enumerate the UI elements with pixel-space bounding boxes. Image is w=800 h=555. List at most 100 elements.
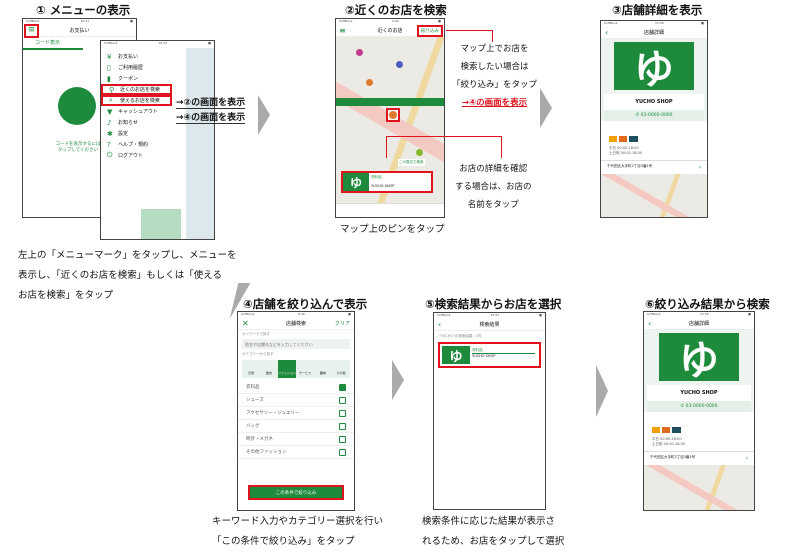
yen-icon: ¥: [107, 52, 112, 61]
phone-link[interactable]: ✆ 03-0000-0000: [604, 110, 704, 121]
step5-caption: れるため、お店をタップして選択: [422, 536, 565, 547]
menu-item-settings[interactable]: ✱設定: [107, 129, 129, 138]
category-option[interactable]: その他ファッション: [238, 446, 354, 459]
search-icon: ⌕: [109, 96, 113, 104]
shop-logo: ゆ: [343, 173, 369, 191]
tab-code[interactable]: コード表示: [23, 37, 83, 50]
category-option[interactable]: 衣料品: [238, 381, 354, 394]
step5-title: ⑤検索結果からお店を選択: [425, 297, 562, 311]
checkbox[interactable]: [339, 396, 346, 404]
step1-title: ① メニューの表示: [36, 3, 131, 17]
menu-item-help[interactable]: ?ヘルプ・規約: [107, 140, 149, 149]
category-other[interactable]: その他: [336, 371, 346, 375]
next-arrow-icon: [540, 88, 552, 128]
location-pin-icon: ⚲: [109, 85, 115, 94]
category-label: カテゴリーから探す: [242, 352, 274, 356]
menu-icon: ≡: [27, 25, 36, 35]
menu-item-coupon[interactable]: ▮クーポン: [107, 74, 139, 83]
shop-name[interactable]: YUCHO SHOP: [472, 354, 496, 358]
next-arrow-icon: [596, 365, 608, 417]
category-daily[interactable]: 日用: [247, 371, 254, 375]
menu-item-cashout[interactable]: ▼キャッシュアウト: [107, 107, 158, 116]
keyword-label: キーワードで探す: [242, 332, 270, 336]
address-link[interactable]: 千代田区大手町2丁目3番1号›: [644, 451, 754, 465]
shop-logo: ゆ: [614, 42, 694, 93]
home-title: お支払い: [69, 28, 90, 34]
category-option[interactable]: アクセサリー・ジュエリー: [238, 407, 354, 420]
category-service[interactable]: サービス: [298, 371, 311, 375]
step4-caption: キーワード入力やカテゴリー選択を行い: [212, 516, 384, 527]
gear-icon: ✱: [107, 129, 113, 138]
checkbox[interactable]: [339, 435, 346, 443]
city-illustration: [141, 209, 181, 239]
back-icon[interactable]: ‹: [438, 320, 442, 329]
category-fashion[interactable]: ファッション: [278, 360, 296, 378]
address-link[interactable]: 千代田区大手町2丁目3番1号›: [601, 160, 707, 174]
step2-caption: マップ上のピンをタップ: [340, 224, 445, 235]
menu-icon[interactable]: ≡: [339, 26, 346, 35]
checkbox[interactable]: [339, 383, 346, 391]
menu-item-usable-shops[interactable]: ⌕使えるお店を検索: [101, 95, 172, 106]
note-filter: 「絞り込み」をタップ: [452, 80, 538, 90]
clear-button[interactable]: クリア: [334, 321, 350, 327]
checkbox[interactable]: [339, 422, 346, 430]
note-detail: する場合は、お店の: [455, 182, 532, 192]
category-option[interactable]: 時計・メガネ: [238, 433, 354, 446]
tab-bar: [336, 203, 444, 217]
step4-caption: 「この条件で絞り込み」をタップ: [212, 536, 355, 547]
filter-button[interactable]: 絞り込み: [417, 25, 443, 37]
note-detail: お店の詳細を確認: [459, 164, 528, 174]
step5-caption: 検索条件に応じた結果が表示さ: [422, 516, 556, 527]
step3-title: ③店舗詳細を表示: [612, 3, 703, 17]
cashout-icon: ▼: [107, 107, 113, 116]
close-icon[interactable]: ✕: [242, 319, 249, 328]
menu-item-notices[interactable]: ♪お知らせ: [107, 118, 138, 127]
hours: 土日祝 00:00-18:00: [652, 442, 686, 446]
phone-link[interactable]: ✆ 03-0000-0000: [647, 401, 751, 412]
hours: 土日祝 00:00-18:00: [609, 151, 643, 155]
menu-item-nearby-shops[interactable]: ⚲近くのお店を検索: [101, 84, 172, 95]
search-area-button[interactable]: この周辺で検索: [398, 159, 425, 166]
menu-item-logout[interactable]: ⏻ログアウト: [107, 151, 144, 159]
note-filter-link: →④の画面を表示: [461, 98, 528, 108]
shop-name: YUCHO SHOP: [604, 94, 704, 110]
checkbox[interactable]: [339, 409, 346, 417]
code-hint: タップしてください: [57, 148, 99, 153]
bell-icon: ♪: [107, 118, 112, 127]
map-pin[interactable]: [386, 108, 400, 122]
step6-title: ⑥絞り込み結果から検索: [645, 297, 770, 311]
menu-item-history[interactable]: ▯ご利用履歴: [107, 63, 144, 72]
category-option[interactable]: シューズ: [238, 394, 354, 407]
checkbox[interactable]: [339, 448, 346, 456]
category-option[interactable]: バッグ: [238, 420, 354, 433]
hamburger-menu-button[interactable]: ≡: [24, 24, 39, 38]
mini-map[interactable]: [601, 174, 707, 217]
shop-name[interactable]: YUCHO SHOP: [371, 184, 395, 188]
drawer-backdrop: [186, 48, 214, 239]
code-hint: コードを表示するには: [55, 142, 101, 147]
mini-map[interactable]: [644, 465, 754, 510]
help-icon: ?: [107, 140, 111, 149]
back-icon[interactable]: ‹: [605, 28, 609, 37]
note-filter: 検索したい場合は: [460, 62, 529, 72]
category-hobby[interactable]: 趣味: [319, 371, 326, 375]
step1-caption: お店を検索」をタップ: [18, 290, 114, 301]
back-icon[interactable]: ‹: [648, 319, 652, 328]
keyword-input[interactable]: [242, 339, 350, 349]
step2-title: ②近くのお店を検索: [345, 3, 447, 17]
category-food[interactable]: 飲食: [265, 371, 272, 375]
qr-code-button[interactable]: [58, 87, 96, 125]
next-arrow-icon: [392, 360, 404, 400]
logout-icon: ⏻: [107, 151, 113, 159]
next-arrow-icon: [258, 95, 270, 135]
shop-logo: ゆ: [659, 333, 739, 384]
note-filter: マップ上でお店を: [460, 44, 529, 54]
apply-filter-button[interactable]: この条件で絞り込み: [248, 485, 344, 500]
menu-item-payment[interactable]: ¥お支払い: [107, 52, 139, 61]
